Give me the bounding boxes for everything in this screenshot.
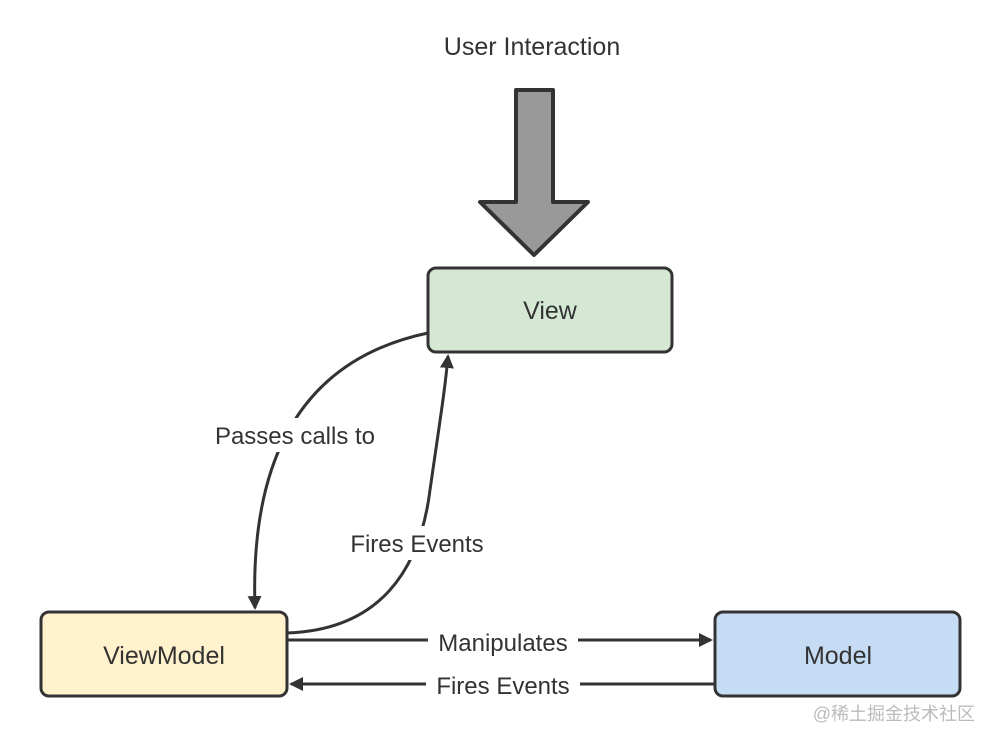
passes-calls-to-edge <box>247 331 429 610</box>
model-node-label: Model <box>804 642 872 670</box>
viewmodel-node-label: ViewModel <box>103 642 225 670</box>
model-node: Model <box>713 610 962 698</box>
viewmodel-node: ViewModel <box>39 610 289 698</box>
user-interaction-arrow-icon <box>478 88 590 257</box>
view-node: View <box>426 266 674 354</box>
fires-events-to-view-edge <box>286 354 454 635</box>
watermark: @稀土掘金技术社区 <box>813 704 975 724</box>
user-interaction-label: User Interaction <box>444 33 620 61</box>
passes-calls-to-label: Passes calls to <box>215 423 375 450</box>
manipulates-label: Manipulates <box>438 630 567 657</box>
fires-events-to-view-label: Fires Events <box>350 531 483 558</box>
fires-events-to-viewmodel-label: Fires Events <box>436 673 569 700</box>
view-node-label: View <box>523 297 578 325</box>
